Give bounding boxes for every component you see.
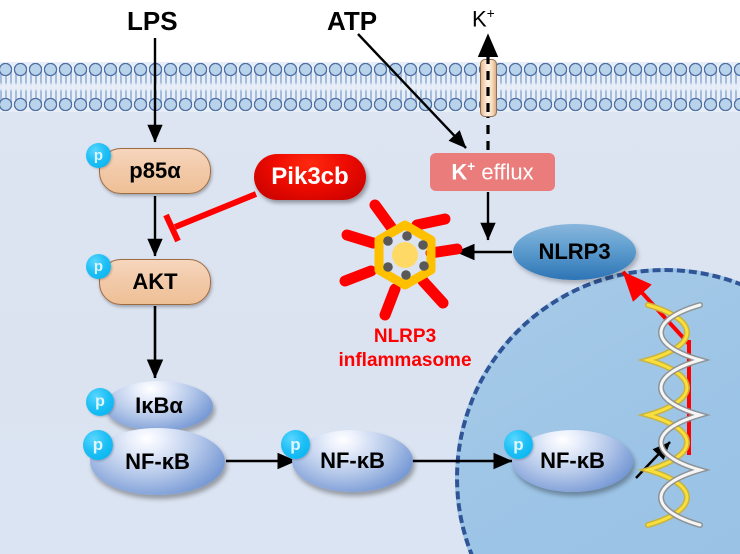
phospho-marker-nfkb-nuclear-label: p [513,434,524,454]
caption-inflammasome: NLRP3 inflammasome [330,325,480,373]
node-nfkb-cytoplasmic-label: NF-κB [125,448,190,474]
node-nlrp3-label: NLRP3 [538,239,611,264]
label-atp: ATP [327,6,378,36]
node-nfkb-cytoplasmic[interactable]: NF-κB [90,428,225,495]
node-nfkb-nuclear-label: NF-κB [540,448,605,473]
label-potassium-text: K [472,6,487,32]
extracellular-space [0,0,740,62]
node-akt-label: AKT [132,269,178,294]
node-k-efflux[interactable]: K+ efflux [430,153,555,191]
phospho-marker-nfkb-nuclear: p [504,430,533,459]
phospho-marker-p85a-label: p [93,147,104,164]
caption-inflammasome-line1: NLRP3 [373,326,437,347]
phospho-marker-nfkb-cytoplasmic: p [83,430,113,460]
dna-double-helix [637,302,711,528]
phospho-marker-p85a: p [86,143,111,168]
phospho-marker-nfkb-mid: p [281,430,310,459]
arrow-atp-to-kefflux [357,33,467,149]
phospho-marker-ikba-label: p [95,393,105,410]
node-pik3cb[interactable]: Pik3cb [254,154,366,200]
caption-inflammasome-line2: inflammasome [338,349,472,371]
node-k-efflux-label: K+ efflux [451,159,533,185]
plasma-membrane [0,62,740,112]
label-lps: LPS [127,6,178,36]
node-pik3cb-label: Pik3cb [271,163,349,190]
node-nlrp3[interactable]: NLRP3 [513,224,636,280]
k-efflux-charge: + [467,158,476,174]
k-efflux-symbol: K [451,159,468,185]
phospho-marker-akt-label: p [93,258,104,275]
inhibition-line-pik3cb [173,191,258,230]
membrane-outer-leaflet [0,62,740,77]
phospho-marker-nfkb-mid-label: p [290,434,301,454]
membrane-inner-leaflet [0,97,740,112]
inhibition-bar-pik3cb [163,213,181,243]
phospho-marker-akt: p [86,254,111,279]
inflammasome-icon [339,199,463,321]
node-ikba[interactable]: IκBα [105,381,213,431]
label-potassium: K+ [472,6,495,32]
node-nfkb-mid[interactable]: NF-κB [292,430,413,492]
phospho-marker-ikba: p [86,388,114,416]
node-p85a[interactable]: p85α [99,148,211,194]
phospho-marker-nfkb-cytoplasmic-label: p [92,435,104,454]
node-akt[interactable]: AKT [99,259,211,305]
node-ikba-label: IκBα [135,393,183,418]
k-efflux-word: efflux [475,159,534,185]
node-nfkb-mid-label: NF-κB [320,448,385,473]
label-potassium-charge: + [486,6,495,21]
node-p85a-label: p85α [129,158,181,183]
